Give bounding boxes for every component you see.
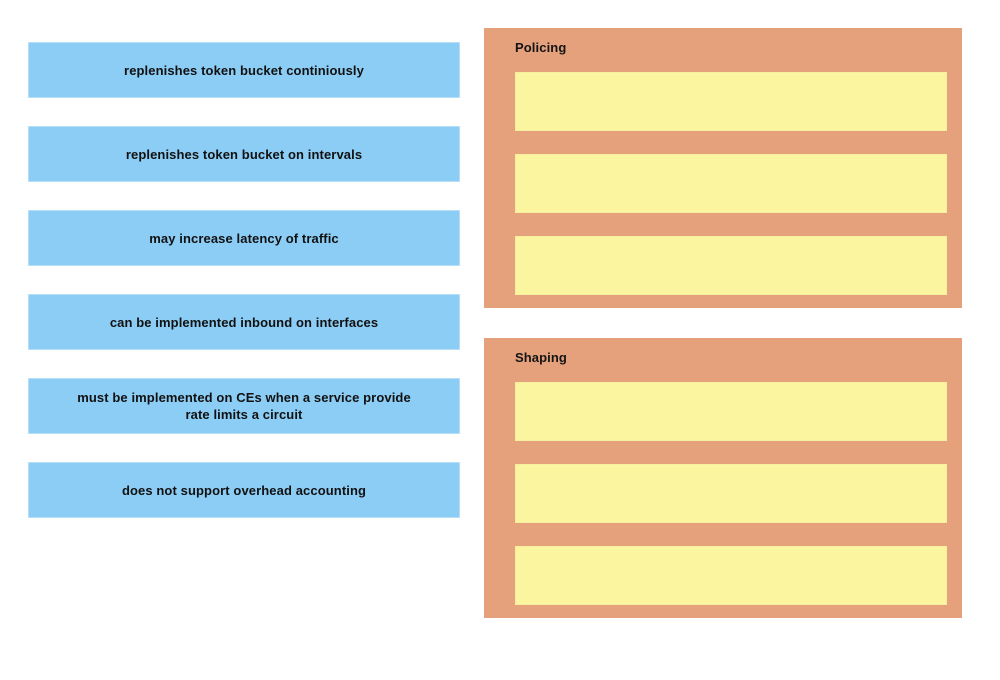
drop-slot[interactable]: [515, 464, 947, 523]
option-tile[interactable]: replenishes token bucket on intervals: [28, 126, 460, 182]
option-tile[interactable]: can be implemented inbound on interfaces: [28, 294, 460, 350]
option-tile-label: does not support overhead accounting: [121, 482, 367, 498]
option-tile[interactable]: replenishes token bucket continiously: [28, 42, 460, 98]
option-tile-label: replenishes token bucket on intervals: [125, 146, 363, 162]
drop-slot[interactable]: [515, 72, 947, 131]
option-tile[interactable]: does not support overhead accounting: [28, 462, 460, 518]
category-panel-policing[interactable]: Policing: [484, 28, 962, 308]
option-tile-label: may increase latency of traffic: [149, 230, 339, 246]
option-tile[interactable]: may increase latency of traffic: [28, 210, 460, 266]
drop-slot-list: [515, 72, 947, 295]
drop-slot[interactable]: [515, 546, 947, 605]
option-tile-label: replenishes token bucket continiously: [124, 62, 364, 78]
option-tile-label: must be implemented on CEs when a servic…: [77, 390, 411, 422]
drop-slot[interactable]: [515, 382, 947, 441]
option-tile-label: can be implemented inbound on interfaces: [109, 314, 379, 330]
option-tile[interactable]: must be implemented on CEs when a servic…: [28, 378, 460, 434]
category-title: Shaping: [515, 350, 567, 365]
category-title: Policing: [515, 40, 567, 55]
drop-slot[interactable]: [515, 236, 947, 295]
options-column: replenishes token bucket continiously re…: [28, 42, 460, 518]
drop-slot[interactable]: [515, 154, 947, 213]
category-panel-shaping[interactable]: Shaping: [484, 338, 962, 618]
drop-slot-list: [515, 382, 947, 605]
